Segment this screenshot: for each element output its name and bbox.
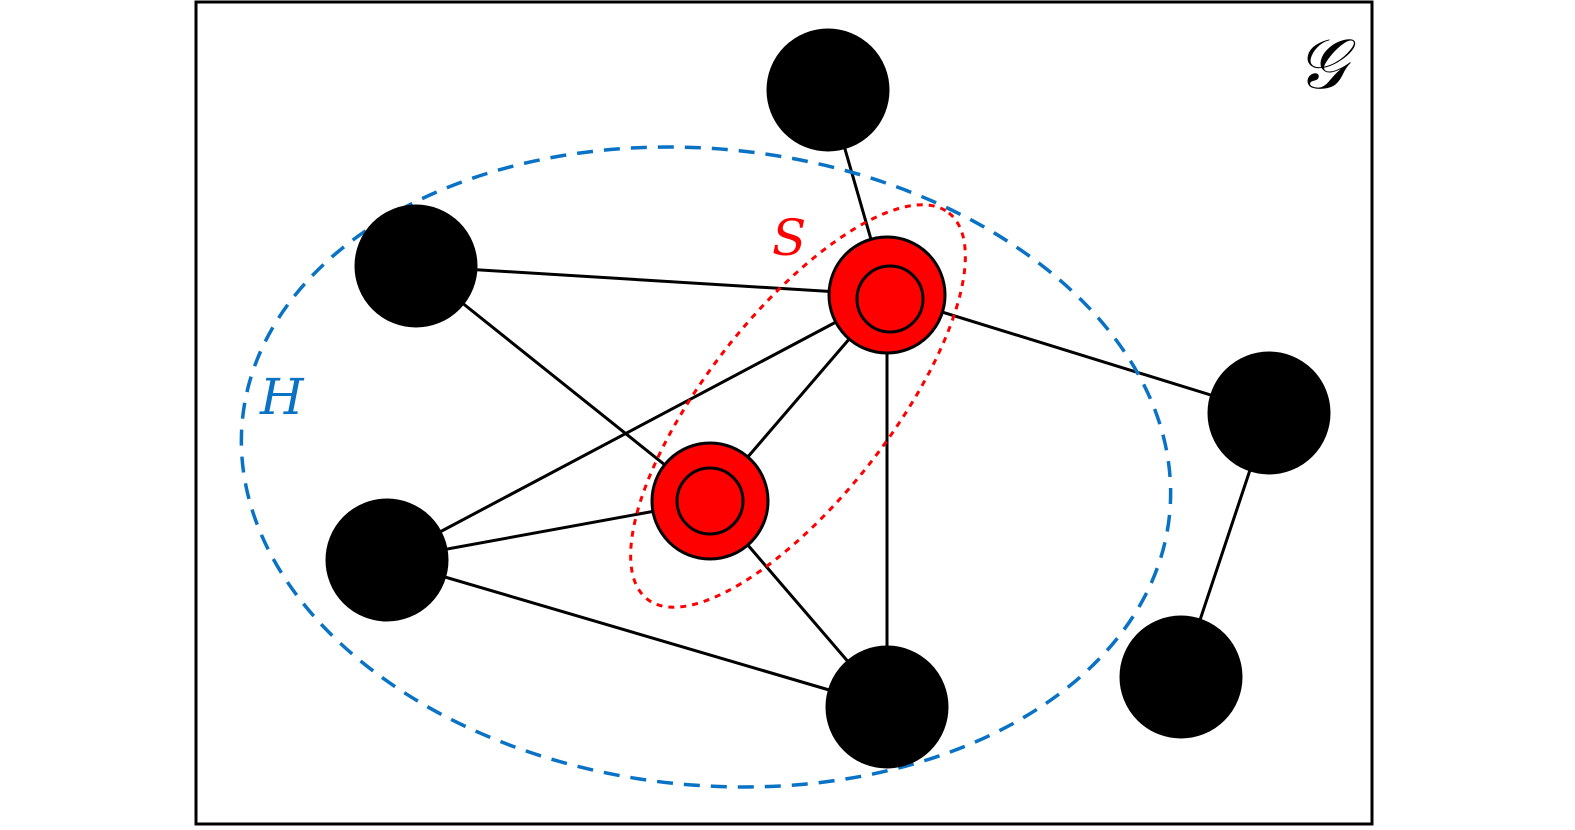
node-circle [325,498,449,622]
node-circle [1207,351,1331,475]
node-circle [766,28,890,152]
node-circle [650,441,770,561]
edge-left-bottom [386,558,888,709]
node-upper-left [354,204,478,328]
edge-upper-left-s1 [415,264,888,297]
edges [386,89,1271,709]
node-circle [827,235,947,355]
node-top [766,28,890,152]
node-bottom-right [1119,615,1243,739]
edge-s1-left [386,293,888,562]
edge-upper-left-s2 [415,264,711,503]
nodes [325,28,1331,769]
node-inner-ring [675,466,745,536]
set-s-label: S [772,209,806,267]
node-s1 [827,235,947,355]
node-left [325,498,449,622]
node-bottom [825,645,949,769]
node-circle [825,645,949,769]
edge-s1-right [886,293,1270,415]
node-inner-ring [855,264,925,334]
subgraph-h-label: H [259,368,305,426]
node-circle [354,204,478,328]
graph-g-label: 𝒢 [1296,23,1356,105]
node-circle [1119,615,1243,739]
graph-frame [194,0,1374,826]
node-s2 [650,441,770,561]
subgraph-h-outline [239,145,1173,789]
node-right [1207,351,1331,475]
